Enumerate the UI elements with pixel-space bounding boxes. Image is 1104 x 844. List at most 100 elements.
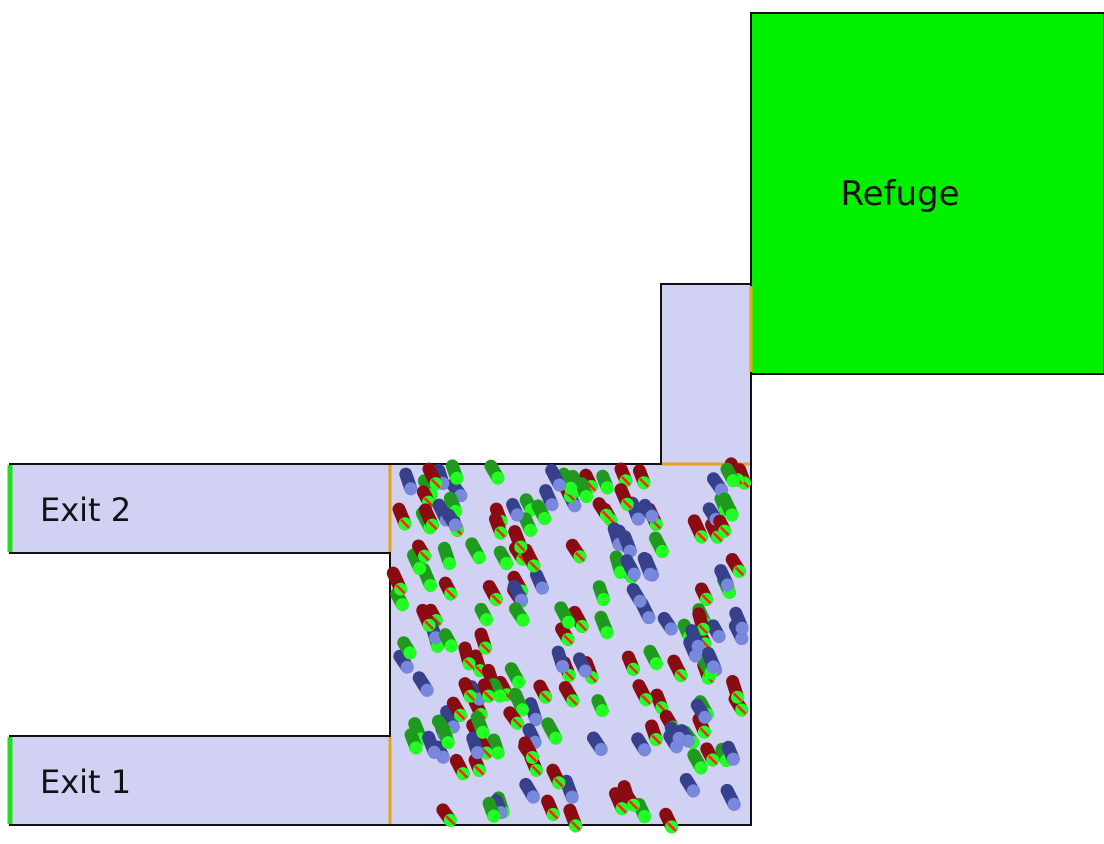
agent [392, 502, 412, 531]
agent [614, 483, 634, 511]
agent [390, 587, 409, 612]
agent [568, 605, 589, 633]
agent [657, 611, 678, 636]
agent [626, 583, 647, 608]
agent [539, 484, 559, 512]
agent [551, 645, 570, 673]
agent [446, 696, 467, 722]
agent [573, 652, 592, 678]
agent [729, 606, 749, 635]
agent [533, 679, 553, 704]
agent [720, 783, 741, 811]
agent [530, 568, 549, 595]
agent [565, 538, 587, 564]
agent [438, 628, 458, 653]
agent [397, 636, 417, 660]
agent [489, 512, 508, 540]
agent [487, 677, 507, 703]
agent [541, 794, 560, 821]
refuge-label: Refuge [840, 174, 959, 214]
agent [649, 531, 669, 558]
agent [690, 698, 712, 724]
agent [393, 649, 414, 674]
agent [721, 740, 740, 766]
agent [714, 564, 734, 592]
agent [563, 803, 583, 833]
agent [546, 763, 566, 790]
agent [667, 654, 688, 683]
agent [592, 497, 613, 522]
agent [725, 553, 746, 578]
refuge-corridor [660, 283, 752, 465]
agent [632, 798, 652, 823]
agent [437, 724, 455, 750]
agent [416, 603, 436, 632]
agent [692, 607, 710, 636]
agent [519, 512, 537, 537]
agent [726, 675, 745, 704]
agent [687, 514, 709, 544]
agent [474, 627, 492, 655]
agent [438, 576, 458, 601]
agent [482, 580, 503, 606]
agent [412, 539, 432, 563]
agent [404, 728, 423, 755]
agent [679, 773, 700, 798]
agent [386, 566, 408, 596]
agent [474, 602, 493, 626]
agent [575, 477, 593, 503]
exit-1-label: Exit 1 [40, 763, 131, 801]
agent [484, 459, 505, 485]
agent [422, 462, 443, 491]
agent [449, 753, 470, 781]
agent [685, 624, 705, 653]
agent [720, 462, 740, 488]
agent [482, 796, 501, 823]
agent [519, 543, 541, 573]
agent [631, 732, 651, 757]
agent [592, 580, 611, 606]
agent [620, 554, 641, 581]
agent [422, 730, 441, 759]
agent [436, 803, 457, 827]
agent [477, 678, 496, 703]
agent [493, 545, 514, 570]
agent [555, 622, 575, 646]
agent [412, 671, 434, 697]
agent [700, 742, 720, 767]
agent [591, 694, 609, 718]
agent [637, 551, 657, 581]
agent [458, 641, 476, 671]
agent [465, 537, 486, 565]
agent [643, 644, 663, 671]
agent [706, 619, 726, 643]
agent [621, 650, 640, 676]
agent [418, 503, 439, 532]
agent [524, 697, 543, 726]
agent [609, 787, 629, 816]
agent [545, 463, 566, 492]
agent [503, 706, 524, 730]
agent [559, 774, 579, 804]
exit-1-corridor [9, 735, 391, 826]
agent [470, 710, 490, 739]
agent [509, 602, 530, 627]
agent [587, 731, 608, 756]
agent [594, 610, 614, 640]
agent [632, 679, 653, 707]
agent [701, 646, 720, 674]
agent [620, 788, 640, 812]
agent [596, 469, 614, 495]
agent [645, 719, 663, 746]
agent [437, 541, 456, 570]
agent [466, 731, 485, 760]
agents-layer [386, 457, 751, 834]
agent [519, 777, 540, 804]
agent [558, 681, 580, 708]
agent [445, 459, 464, 485]
exit-2-corridor [9, 463, 391, 554]
agent [541, 717, 563, 745]
agent [518, 739, 539, 764]
agent [468, 753, 486, 777]
agent [664, 721, 686, 745]
